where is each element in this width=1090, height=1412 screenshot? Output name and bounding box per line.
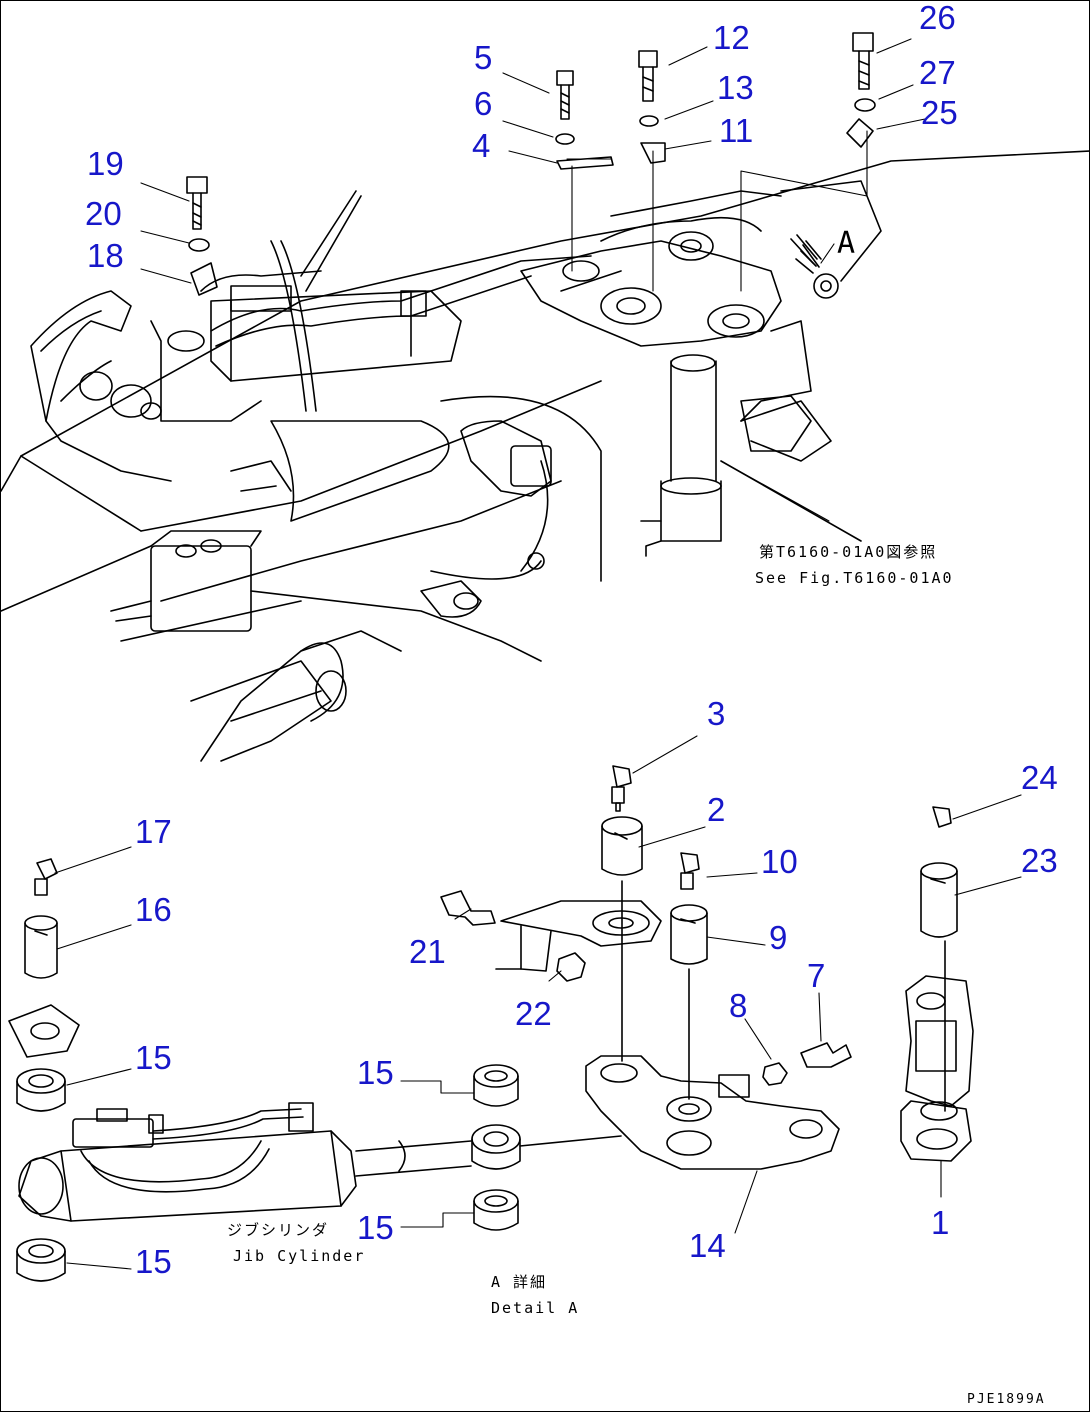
callout-15-middle-lower: 15 [357, 1209, 394, 1246]
callout-15-bottom-left: 15 [135, 1243, 172, 1280]
callout-26: 26 [919, 0, 956, 36]
callout-17: 17 [135, 813, 172, 850]
callout-4: 4 [472, 127, 491, 164]
callout-8: 8 [729, 987, 748, 1024]
callout-15-middle-upper: 15 [357, 1054, 394, 1091]
callout-14: 14 [689, 1227, 726, 1264]
callout-16: 16 [135, 891, 172, 928]
callout-11: 11 [719, 112, 754, 149]
detail-label-en: Detail A [491, 1299, 580, 1317]
callout-1: 1 [931, 1204, 950, 1241]
callout-25: 25 [921, 94, 958, 131]
callout-6: 6 [474, 85, 493, 122]
upper-leader-lines [140, 38, 926, 522]
detail-a-drawing [8, 765, 974, 1282]
callout-3: 3 [707, 695, 726, 732]
callout-20: 20 [85, 195, 122, 232]
callout-5: 5 [474, 39, 493, 76]
callout-18: 18 [87, 237, 124, 274]
callout-19: 19 [87, 145, 124, 182]
callout-9: 9 [769, 919, 788, 956]
callout-24: 24 [1021, 759, 1058, 796]
lower-leader-lines [54, 735, 1022, 1270]
callout-22: 22 [515, 995, 552, 1032]
boom-assembly [1, 150, 1089, 762]
detail-label-jp: A 詳細 [491, 1273, 548, 1291]
callout-7: 7 [807, 957, 826, 994]
callout-15-left: 15 [135, 1039, 172, 1076]
reference-note-jp: 第T6160-01A0図参照 [759, 543, 938, 561]
callout-10: 10 [761, 843, 798, 880]
drawing-code: PJE1899A [967, 1392, 1046, 1407]
callout-13: 13 [717, 69, 754, 106]
callout-27: 27 [919, 54, 956, 91]
callout-12: 12 [713, 19, 750, 56]
view-marker-a: A [837, 226, 856, 261]
cylinder-label-en: Jib Cylinder [233, 1247, 366, 1265]
upper-fasteners [186, 32, 876, 296]
cylinder-label-jp: ジブシリンダ [227, 1221, 330, 1239]
reference-note-en: See Fig.T6160-01A0 [755, 569, 954, 587]
callout-2: 2 [707, 791, 726, 828]
callout-21: 21 [409, 933, 446, 970]
callout-23: 23 [1021, 842, 1058, 879]
